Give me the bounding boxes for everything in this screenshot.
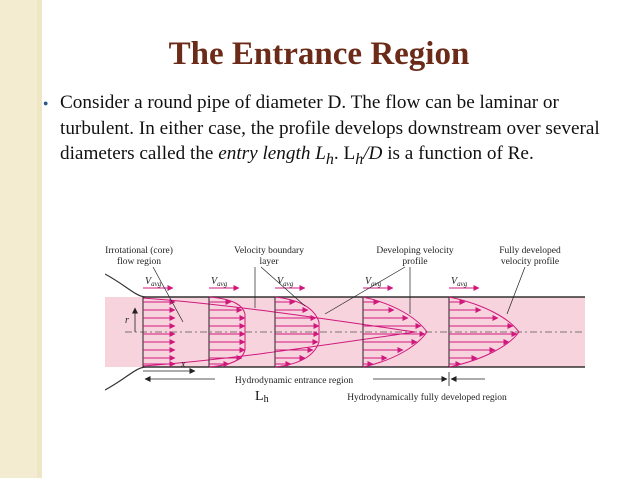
svg-text:Vavg: Vavg xyxy=(145,276,162,288)
velocity-profile-4-envelope xyxy=(362,296,428,368)
bullet-text: Consider a round pipe of diameter D. The… xyxy=(60,90,625,172)
label-irrotational-line1: Irrotational (core) xyxy=(105,245,173,256)
pipe-inlet-top xyxy=(105,273,146,298)
x-axis-label: x xyxy=(180,359,186,370)
label-developed-line1: Fully developed xyxy=(499,246,561,256)
label-boundary-line1: Velocity boundary xyxy=(234,246,304,256)
label-developing-line2: profile xyxy=(402,256,427,267)
pipe-inlet-bottom xyxy=(105,366,146,391)
label-irrotational-line2: flow region xyxy=(117,256,161,267)
bullet-text-prefix: Consider a round pipe of diameter D. The… xyxy=(60,92,600,164)
svg-text:Vavg: Vavg xyxy=(451,276,468,288)
left-accent-line xyxy=(37,0,42,478)
label-developed-line2: velocity profile xyxy=(501,256,559,267)
entrance-label-bg xyxy=(215,373,373,385)
lh-label: Lh xyxy=(255,389,269,405)
ratio-term: h/D xyxy=(355,143,383,168)
label-developing-line1: Developing velocity xyxy=(376,246,454,256)
leader-lines xyxy=(152,266,526,323)
station-lines xyxy=(142,297,450,367)
svg-text:Vavg: Vavg xyxy=(211,276,228,288)
entrance-region-diagram: Vavg Vavg Vavg Vavg Vavg Irrotational (c… xyxy=(105,245,585,405)
velocity-profile-2 xyxy=(209,299,246,367)
bullet-text-mid: . L xyxy=(333,143,356,164)
velocity-profile-1 xyxy=(143,299,176,367)
slide-title: The Entrance Region xyxy=(168,36,470,72)
entrance-region-label: Hydrodynamic entrance region xyxy=(235,376,353,386)
bullet-marker-icon: ● xyxy=(43,98,49,108)
developed-region-label: Hydrodynamically fully developed region xyxy=(347,392,507,403)
bullet-text-suffix: is a function of Re. xyxy=(382,143,534,164)
entry-length-term: entry length Lh xyxy=(218,143,334,168)
vavg-labels: Vavg Vavg Vavg Vavg Vavg xyxy=(145,276,468,288)
velocity-profile-3 xyxy=(275,299,320,367)
left-accent-strip xyxy=(0,0,37,478)
velocity-profile-4 xyxy=(363,299,426,367)
velocity-profile-5 xyxy=(449,299,518,367)
svg-text:Vavg: Vavg xyxy=(277,276,294,288)
label-boundary-line2: layer xyxy=(260,257,280,267)
r-axis-label: r xyxy=(125,315,129,326)
